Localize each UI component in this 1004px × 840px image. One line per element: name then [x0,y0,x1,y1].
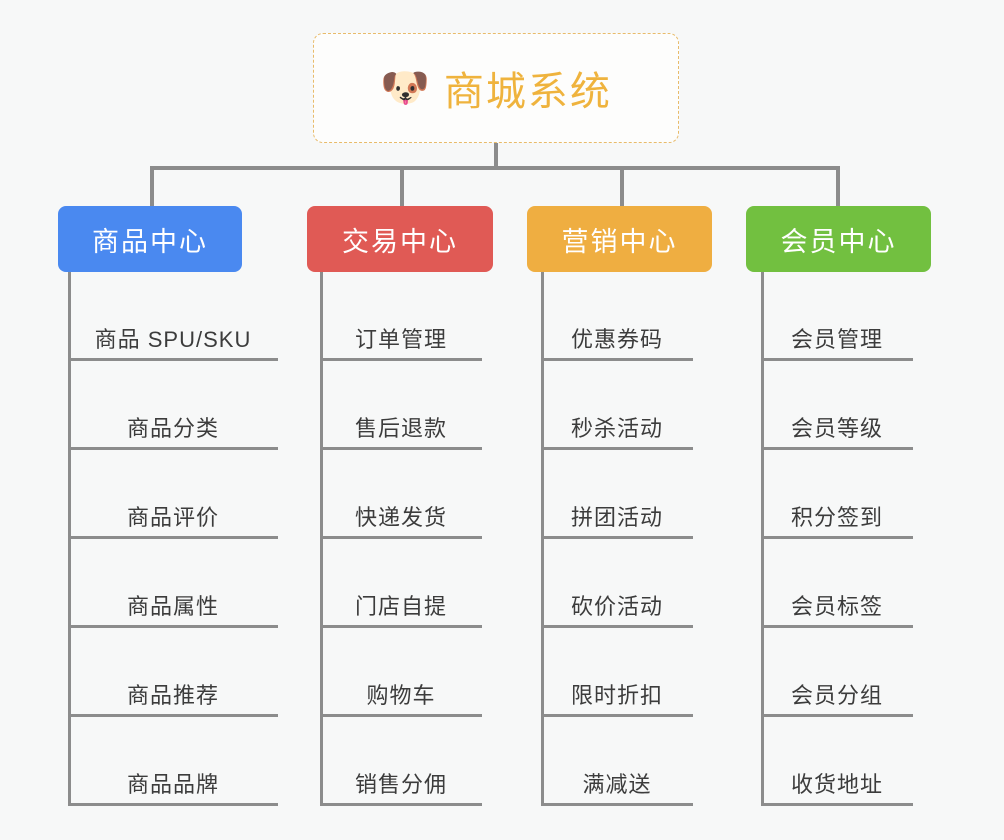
category-header-label: 交易中心 [342,226,458,257]
leaf-item-label: 商品品牌 [126,772,219,797]
leaf-item-label: 商品 SPU/SKU [94,327,252,352]
leaf-item[interactable]: 会员标签 [761,539,913,628]
category-header-trade[interactable]: 交易中心 [307,206,493,272]
leaf-item-label: 收货地址 [790,772,883,797]
leaf-item-label: 快递发货 [354,505,447,530]
leaf-item-label: 售后退款 [354,416,447,441]
column-trunk-connector [68,272,71,806]
leaf-item[interactable]: 会员等级 [761,361,913,450]
leaf-item[interactable]: 积分签到 [761,450,913,539]
leaf-item-label: 优惠券码 [570,327,663,352]
root-stem-connector [494,143,498,169]
leaf-item-label: 会员管理 [790,327,883,352]
leaf-item-label: 砍价活动 [570,594,663,619]
horizontal-bus-connector [150,166,840,170]
leaf-item[interactable]: 商品品牌 [68,717,278,806]
leaf-item[interactable]: 会员管理 [761,272,913,361]
leaf-item[interactable]: 拼团活动 [541,450,693,539]
root-node[interactable]: 🐶 商城系统 [313,33,679,143]
leaf-item[interactable]: 砍价活动 [541,539,693,628]
leaf-item-label: 秒杀活动 [570,416,663,441]
category-header-label: 会员中心 [780,226,897,257]
leaf-item-label: 购物车 [366,683,436,708]
leaf-item-label: 商品属性 [126,594,219,619]
leaf-item[interactable]: 收货地址 [761,717,913,806]
leaf-item[interactable]: 商品 SPU/SKU [68,272,278,361]
leaf-item-label: 门店自提 [354,594,447,619]
leaf-item-label: 会员等级 [790,416,883,441]
leaf-item-label: 商品推荐 [126,683,219,708]
leaf-item-label: 会员标签 [790,594,883,619]
leaf-item[interactable]: 销售分佣 [320,717,482,806]
leaf-item[interactable]: 售后退款 [320,361,482,450]
leaf-item[interactable]: 商品推荐 [68,628,278,717]
category-header-marketing[interactable]: 营销中心 [527,206,712,272]
category-header-member[interactable]: 会员中心 [746,206,931,272]
leaf-item[interactable]: 门店自提 [320,539,482,628]
leaf-item[interactable]: 购物车 [320,628,482,717]
leaf-item[interactable]: 快递发货 [320,450,482,539]
leaf-item-label: 满减送 [582,772,652,797]
leaf-item[interactable]: 满减送 [541,717,693,806]
leaf-item-label: 会员分组 [790,683,883,708]
leaf-item[interactable]: 限时折扣 [541,628,693,717]
drop-connector-2 [400,166,404,208]
leaf-item[interactable]: 优惠券码 [541,272,693,361]
category-header-label: 营销中心 [561,226,678,257]
leaf-item[interactable]: 商品属性 [68,539,278,628]
column-trunk-connector [541,272,544,806]
drop-connector-3 [620,166,624,208]
leaf-column-trade: 订单管理 售后退款 快递发货 门店自提 购物车 销售分佣 [320,272,482,806]
category-header-product[interactable]: 商品中心 [58,206,242,272]
leaf-column-marketing: 优惠券码 秒杀活动 拼团活动 砍价活动 限时折扣 满减送 [541,272,693,806]
leaf-item[interactable]: 订单管理 [320,272,482,361]
leaf-item-label: 拼团活动 [570,505,663,530]
category-header-label: 商品中心 [92,226,208,257]
leaf-item[interactable]: 商品分类 [68,361,278,450]
drop-connector-1 [150,166,154,208]
leaf-item-label: 限时折扣 [570,683,663,708]
leaf-item[interactable]: 商品评价 [68,450,278,539]
leaf-item-label: 销售分佣 [354,772,447,797]
leaf-item-label: 商品分类 [126,416,219,441]
root-title: 商城系统 [443,70,612,114]
leaf-item-label: 商品评价 [126,505,219,530]
leaf-column-product: 商品 SPU/SKU 商品分类 商品评价 商品属性 商品推荐 商品品牌 [68,272,278,806]
shiba-dog-face-icon: 🐶 [380,66,430,110]
leaf-item[interactable]: 秒杀活动 [541,361,693,450]
leaf-item-label: 积分签到 [790,505,883,530]
leaf-item[interactable]: 会员分组 [761,628,913,717]
column-trunk-connector [320,272,323,806]
drop-connector-4 [836,166,840,208]
leaf-column-member: 会员管理 会员等级 积分签到 会员标签 会员分组 收货地址 [761,272,913,806]
column-trunk-connector [761,272,764,806]
leaf-item-label: 订单管理 [354,327,447,352]
